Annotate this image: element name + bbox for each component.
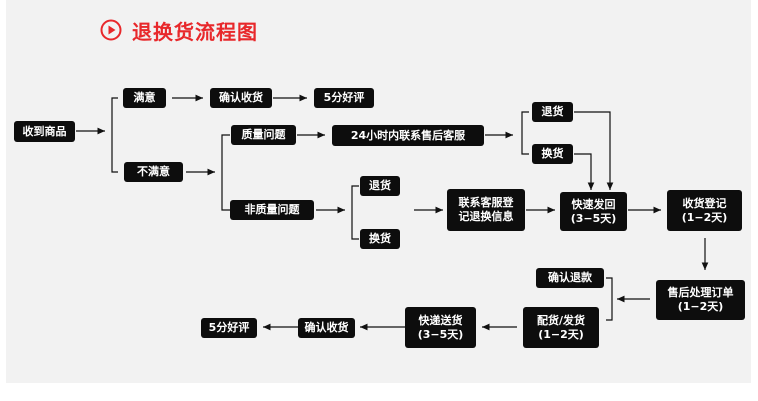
node-quality-issue: 质量问题 <box>231 125 296 145</box>
node-confirm-refund: 确认退款 <box>536 268 604 288</box>
node-return: 退货 <box>532 102 573 122</box>
node-satisfied: 满意 <box>123 88 166 108</box>
bracket-nonquality-options <box>351 185 359 240</box>
node-contact-register: 联系客服登 记退换信息 <box>447 189 525 231</box>
bracket-refund-reship <box>606 277 613 321</box>
bracket-quality-options <box>521 111 529 155</box>
play-circle-icon <box>100 19 122 41</box>
node-five-star-rating: 5分好评 <box>314 88 374 108</box>
node-after-sales-order: 售后处理订单 (1−2天) <box>656 280 745 320</box>
node-exchange: 换货 <box>532 144 573 164</box>
node-return-2: 退货 <box>360 176 400 196</box>
title-text: 退换货流程图 <box>132 19 258 44</box>
node-five-star-rating-2: 5分好评 <box>201 318 257 338</box>
node-reship: 配货/发货 (1−2天) <box>523 307 599 348</box>
node-contact-24h: 24小时内联系售后客服 <box>332 125 484 146</box>
node-register-receipt: 收货登记 (1−2天) <box>667 190 742 231</box>
arrow-return-express <box>574 111 614 190</box>
node-exchange-2: 换货 <box>360 229 400 249</box>
node-received: 收到商品 <box>14 121 75 142</box>
node-unsatisfied: 不满意 <box>124 162 183 182</box>
node-confirm-receipt: 确认收货 <box>210 88 272 108</box>
diagram-title: 退换货流程图 <box>100 12 258 48</box>
node-express-return: 快速发回 (3−5天) <box>560 192 627 231</box>
node-express-delivery: 快递送货 (3−5天) <box>405 307 476 348</box>
arrow-exchange-express <box>574 153 595 190</box>
bracket-satisfaction <box>111 97 118 173</box>
bracket-issue-type <box>221 134 230 211</box>
node-confirm-receipt-2: 确认收货 <box>298 318 355 338</box>
node-non-quality-issue: 非质量问题 <box>230 200 314 220</box>
